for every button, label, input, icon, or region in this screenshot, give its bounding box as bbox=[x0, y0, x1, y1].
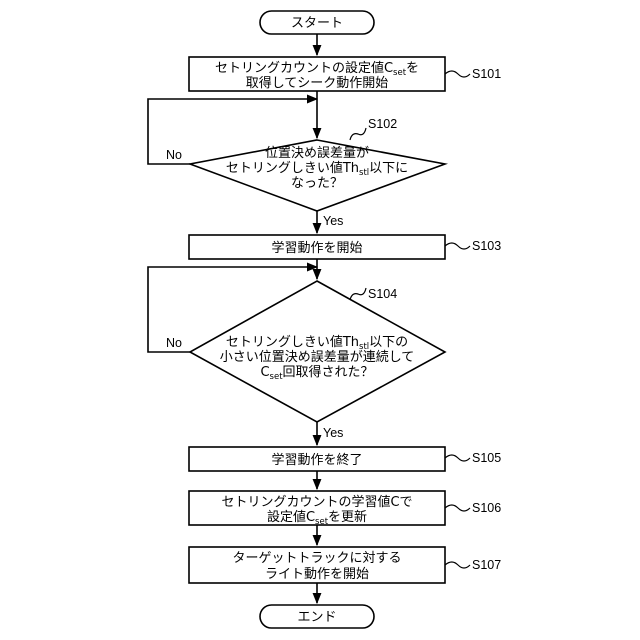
step-label-s104: S104 bbox=[368, 287, 397, 301]
s104-yes-label: Yes bbox=[323, 426, 343, 440]
step-label-s107: S107 bbox=[472, 558, 501, 572]
process-s106: セトリングカウントの学習値Cで 設定値Csetを更新 bbox=[189, 491, 445, 527]
s103-text: 学習動作を開始 bbox=[271, 240, 362, 256]
step-label-s101: S101 bbox=[472, 67, 501, 81]
process-s107: ターゲットトラックに対する ライト動作を開始 bbox=[189, 547, 445, 583]
s107-leader bbox=[445, 562, 470, 568]
s106-text-line1: セトリングカウントの学習値Cで bbox=[221, 494, 412, 510]
process-s105: 学習動作を終了 bbox=[189, 447, 445, 471]
step-label-s105: S105 bbox=[472, 451, 501, 465]
s104-text-line2: 小さい位置決め誤差量が連続して bbox=[220, 349, 415, 365]
s102-leader bbox=[350, 128, 366, 140]
start-label: スタート bbox=[291, 16, 343, 31]
s106-leader bbox=[445, 505, 470, 511]
s101-text-line2: 取得してシーク動作開始 bbox=[246, 75, 389, 91]
s102-text-line1: 位置決め誤差量が bbox=[265, 145, 369, 161]
s102-yes-label: Yes bbox=[323, 214, 343, 228]
s102-text-line3: なった？ bbox=[291, 176, 343, 191]
s104-no-label: No bbox=[166, 336, 182, 350]
process-s103: 学習動作を開始 bbox=[189, 235, 445, 259]
start-terminal: スタート bbox=[260, 11, 374, 34]
step-label-s102: S102 bbox=[368, 117, 397, 131]
s102-no-label: No bbox=[166, 148, 182, 162]
s107-text-line1: ターゲットトラックに対する bbox=[232, 551, 401, 566]
end-terminal: エンド bbox=[260, 605, 374, 628]
s105-leader bbox=[445, 455, 470, 461]
s105-text: 学習動作を終了 bbox=[271, 452, 362, 468]
decision-s104: セトリングしきい値Thstl以下の 小さい位置決め誤差量が連続して Cset回取… bbox=[190, 281, 445, 422]
process-s101: セトリングカウントの設定値Csetを 取得してシーク動作開始 bbox=[189, 57, 445, 91]
s107-text-line2: ライト動作を開始 bbox=[265, 567, 369, 582]
s101-leader bbox=[445, 71, 470, 77]
end-label: エンド bbox=[297, 610, 336, 625]
step-label-s106: S106 bbox=[472, 501, 501, 515]
s104-leader bbox=[350, 288, 366, 300]
step-label-s103: S103 bbox=[472, 239, 501, 253]
s103-leader bbox=[445, 243, 470, 249]
decision-s102: 位置決め誤差量が セトリングしきい値Thstl以下に なった？ bbox=[190, 140, 445, 211]
